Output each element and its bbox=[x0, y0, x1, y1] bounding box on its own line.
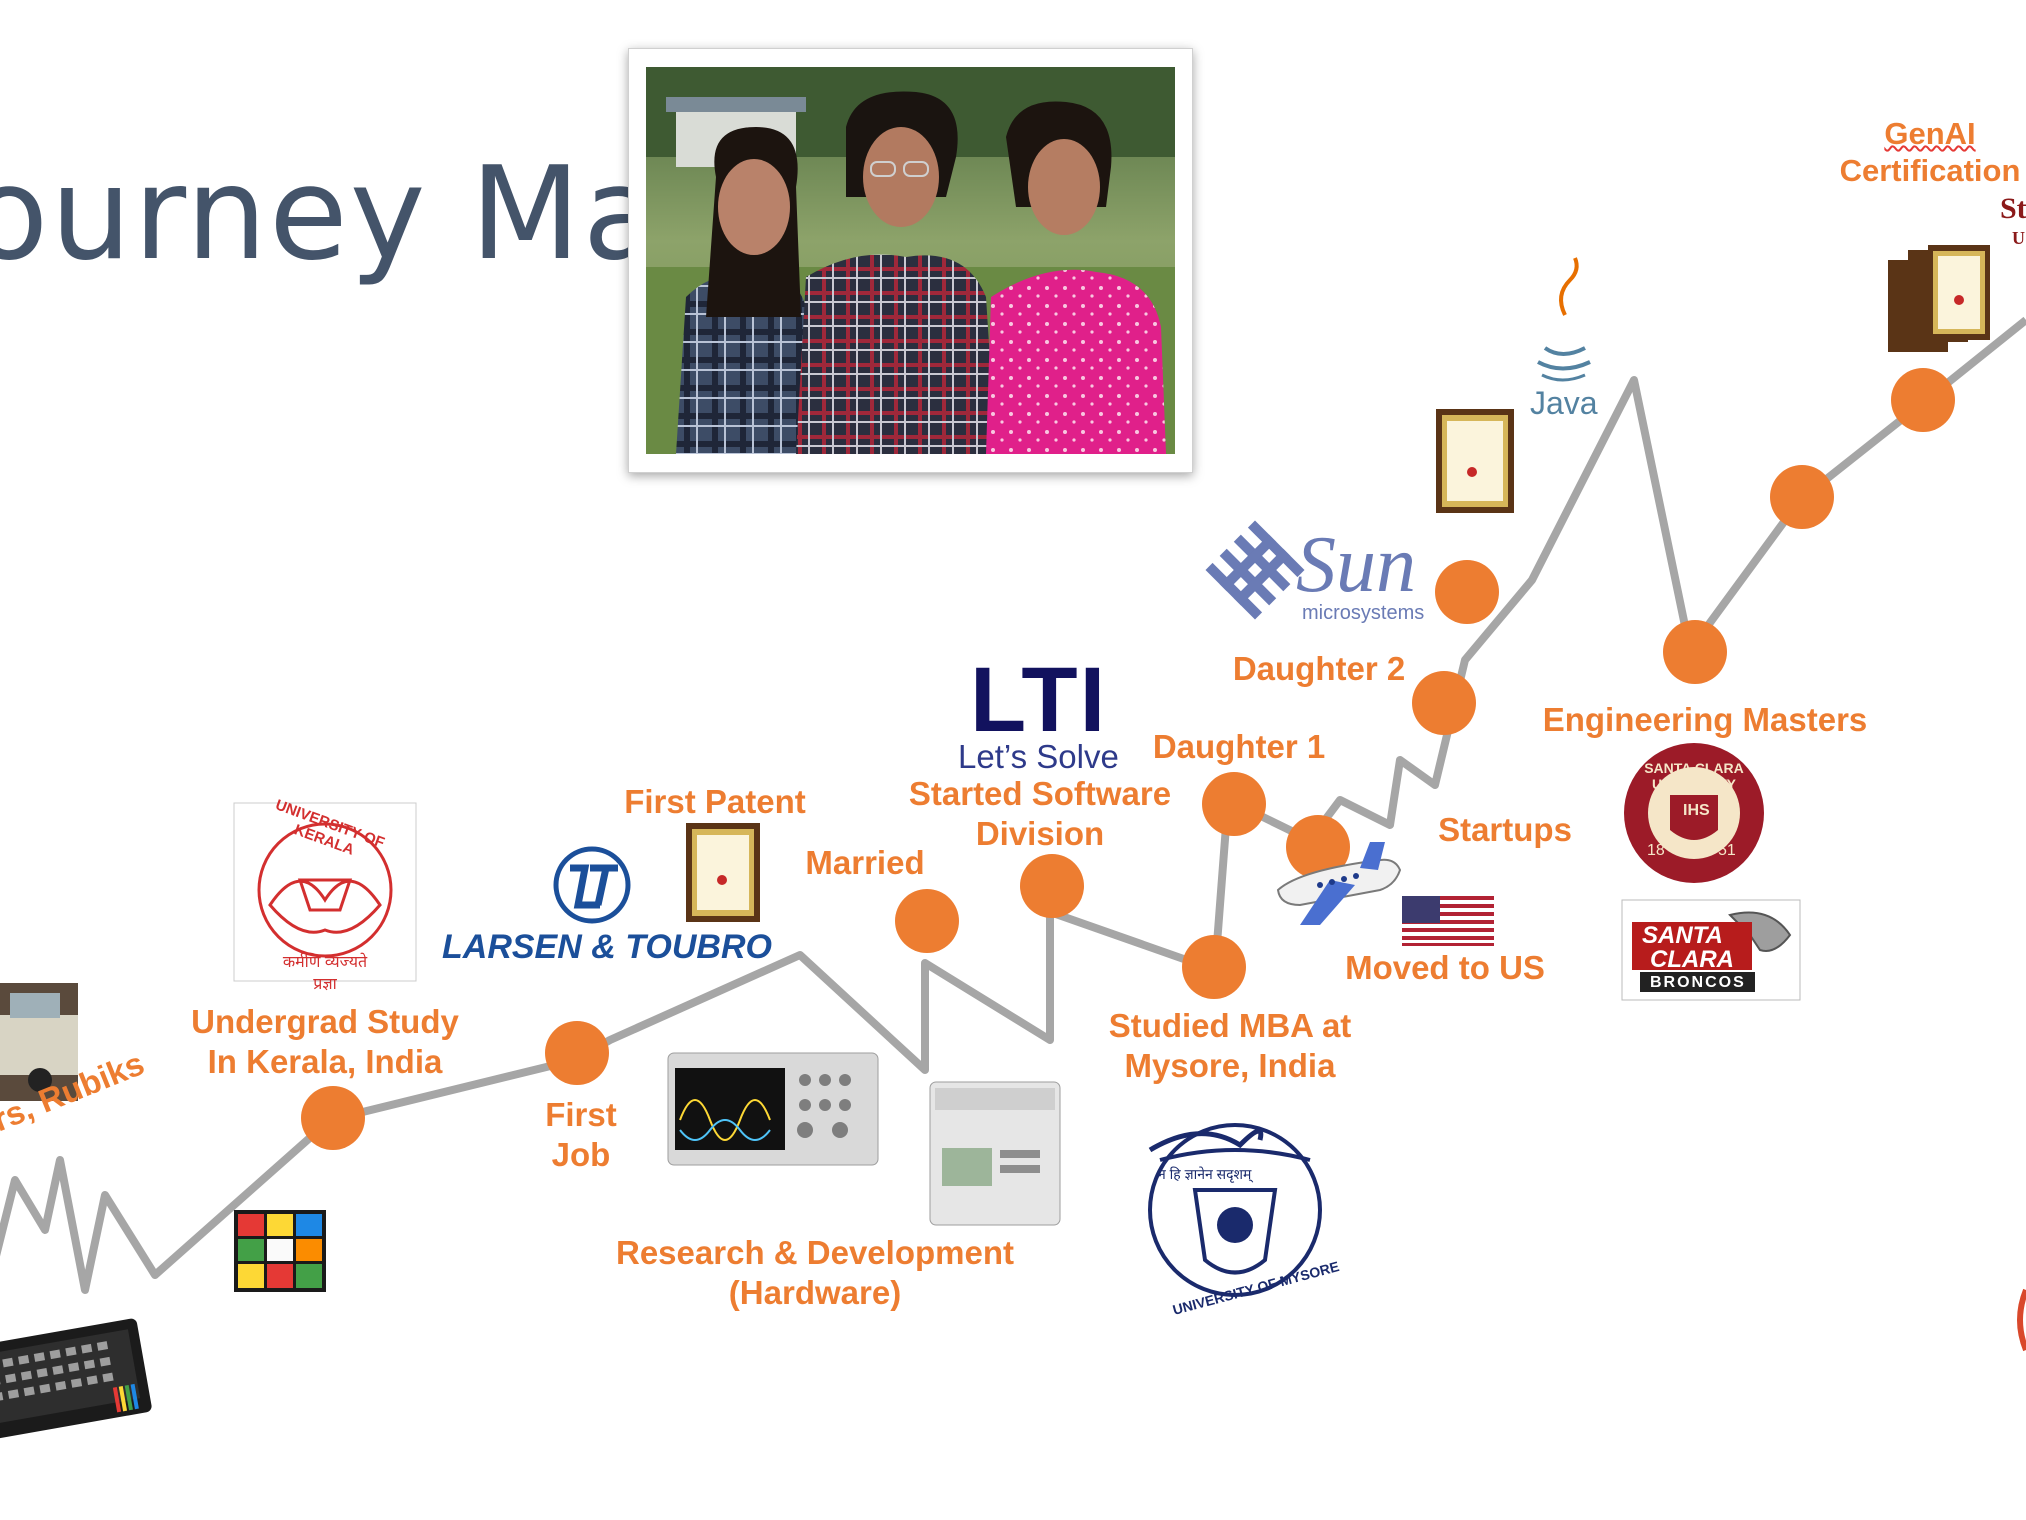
family-photo-image bbox=[646, 67, 1175, 454]
scu-logo-text: SANTA CLARA UNIVERSITY bbox=[1644, 760, 1744, 792]
lti-logo-tagline: Let’s Solve bbox=[958, 738, 1119, 775]
page-title: ourney Map bbox=[0, 140, 747, 289]
milestone-dot-moved-us bbox=[1286, 815, 1350, 879]
label-software-division: Started Software Division bbox=[908, 775, 1172, 852]
label-first-patent: First Patent bbox=[624, 783, 806, 820]
vintage-car-image bbox=[0, 983, 78, 1101]
scu-ihs-text: IHS bbox=[1683, 802, 1710, 819]
kerala-logo-motto: कर्मणि व्यज्यते प्रज्ञा bbox=[282, 954, 368, 993]
sun-logo-mark bbox=[1205, 520, 1305, 620]
broncos-word-broncos: BRONCOS bbox=[1650, 974, 1746, 991]
lt-logo bbox=[553, 846, 631, 924]
broncos-word-clara: CLARA bbox=[1650, 946, 1734, 973]
partial-logo-edge bbox=[2017, 1288, 2026, 1352]
power-meter-image bbox=[929, 1081, 1061, 1226]
java-logo-wordmark: Java bbox=[1530, 385, 1598, 421]
milestone-dot-mba bbox=[1182, 935, 1246, 999]
milestone-dot-first-job bbox=[545, 1021, 609, 1085]
label-rnd: Research & Development (Hardware) bbox=[616, 1234, 1014, 1311]
scu-seal-logo bbox=[1622, 740, 1767, 886]
oscilloscope-image bbox=[667, 1052, 879, 1166]
milestone-dot-post-masters bbox=[1770, 465, 1834, 529]
mysore-logo-motto: न हि ज्ञानेन सदृशम् bbox=[1158, 1166, 1252, 1182]
kerala-university-logo bbox=[233, 802, 417, 982]
milestone-dot-undergrad bbox=[301, 1086, 365, 1150]
airplane-image bbox=[1276, 842, 1402, 925]
milestone-dot-software-division bbox=[1020, 854, 1084, 918]
milestone-dot-sun bbox=[1435, 560, 1499, 624]
us-flag-icon bbox=[1402, 896, 1494, 946]
label-startups: Startups bbox=[1438, 811, 1572, 848]
label-mba: Studied MBA at Mysore, India bbox=[1108, 1007, 1352, 1084]
label-undergrad: Undergrad Study In Kerala, India bbox=[191, 1003, 459, 1080]
mysore-university-logo bbox=[1148, 1123, 1322, 1297]
label-daughter2: Daughter 2 bbox=[1232, 650, 1406, 687]
milestone-dot-married bbox=[895, 889, 959, 953]
java-cup-icon bbox=[1537, 257, 1591, 382]
cutoff-text-bottom: U bbox=[2012, 228, 2025, 248]
milestone-dot-genai bbox=[1891, 368, 1955, 432]
patent-plaque-2 bbox=[1436, 409, 1514, 513]
broncos-word-santa: SANTA bbox=[1642, 922, 1723, 949]
sun-logo-subtext: microsystems bbox=[1302, 602, 1425, 624]
scu-year-right: 51 bbox=[1718, 842, 1736, 859]
lti-logo-wordmark: LTI bbox=[970, 649, 1108, 751]
rubiks-cube-image bbox=[234, 1210, 326, 1292]
label-first-job: First Job bbox=[545, 1096, 617, 1173]
label-genai: GenAI Certification bbox=[1839, 116, 2021, 188]
broncos-logo bbox=[1621, 899, 1801, 1001]
zx-spectrum-image bbox=[0, 1318, 152, 1439]
family-photo-frame bbox=[628, 48, 1193, 473]
label-married: Married bbox=[805, 844, 925, 881]
lt-logo-wordmark: LARSEN & TOUBRO bbox=[442, 928, 772, 966]
patent-plaque-1 bbox=[686, 823, 760, 922]
sun-logo-wordmark: Sun bbox=[1296, 521, 1416, 609]
patent-plaque-stack bbox=[1888, 245, 1990, 352]
label-moved-us: Moved to US bbox=[1345, 949, 1545, 986]
label-daughter1: Daughter 1 bbox=[1152, 728, 1326, 765]
family-photo bbox=[646, 67, 1175, 454]
milestone-dot-daughter1 bbox=[1202, 772, 1266, 836]
cutoff-text-top: St bbox=[2000, 192, 2026, 225]
milestone-dot-masters bbox=[1663, 620, 1727, 684]
label-masters: Engineering Masters bbox=[1542, 701, 1868, 738]
scu-year-left: 18 bbox=[1647, 842, 1665, 859]
milestone-dots bbox=[301, 368, 1955, 1150]
milestone-dot-daughter2 bbox=[1412, 671, 1476, 735]
